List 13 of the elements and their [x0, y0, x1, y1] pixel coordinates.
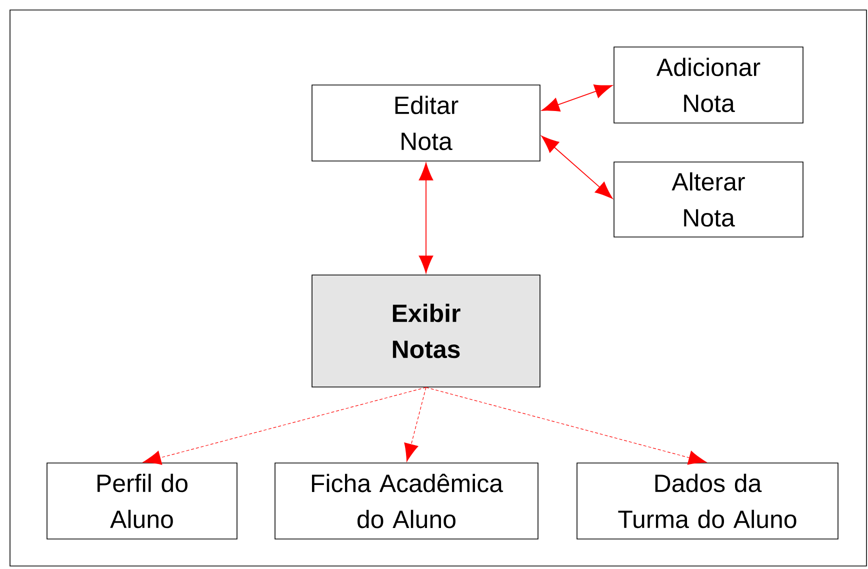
arrow: [418, 162, 434, 274]
arrow: [541, 136, 613, 199]
process-box: Perfil do Aluno: [46, 462, 238, 540]
process-box: Dados da Turma do Aluno: [576, 462, 838, 540]
main-process-box: Exibir Notas: [312, 274, 540, 388]
arrow: [404, 387, 426, 462]
arrow: [426, 387, 707, 465]
process-box: Editar Nota: [312, 84, 540, 162]
arrow: [142, 387, 426, 465]
process-box: Ficha Acadêmica do Aluno: [274, 462, 538, 540]
arrow: [542, 84, 612, 112]
process-box: Adicionar Nota: [614, 46, 804, 124]
process-box: Alterar Nota: [614, 162, 804, 238]
